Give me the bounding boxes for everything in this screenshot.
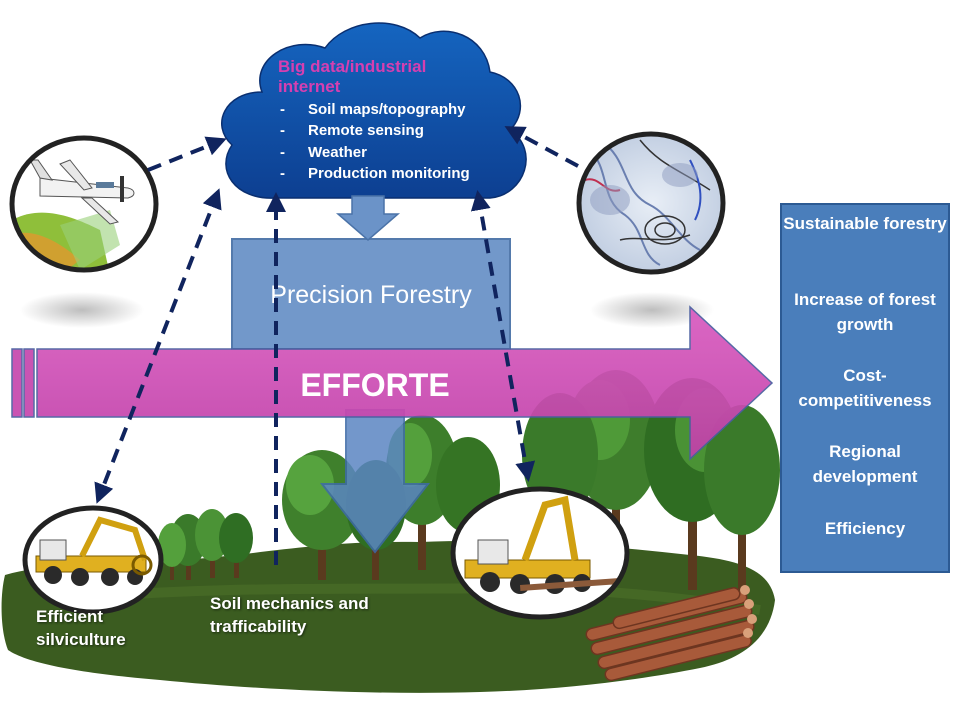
precision-forestry-box	[231, 238, 511, 350]
tree-icon	[282, 450, 362, 580]
svg-text:-: -	[280, 122, 285, 139]
weather-shadow	[590, 292, 714, 328]
bullet-production-monitoring: Production monitoring	[308, 165, 470, 182]
dashed-arrows	[94, 126, 579, 565]
arrow-cloud-to-harvester	[470, 190, 536, 482]
bullet-marker: -	[280, 144, 285, 161]
svg-text:-: -	[280, 144, 285, 161]
bullet-weather: Weather	[308, 144, 367, 161]
svg-text:-: -	[280, 101, 285, 118]
big-data-cloud	[221, 22, 527, 199]
harvester-photo	[450, 486, 630, 620]
arrow-weather-to-cloud	[504, 126, 579, 168]
arrow-cloud-to-silviculture	[94, 188, 222, 504]
forwarder-machine-icon	[35, 516, 153, 586]
precision-forestry-label: Precision Forestry	[270, 281, 472, 309]
tree-icon	[158, 523, 186, 580]
bullet-remote-sensing: Remote sensing	[308, 122, 424, 139]
label-efficient-silviculture: Efficient silviculture	[36, 607, 126, 649]
down-arrow-lower	[319, 409, 431, 554]
bullet-marker: -	[280, 122, 285, 139]
airplane-photo	[9, 135, 159, 273]
cloud-bullets: - Soil maps/topography - Remote sensing …	[280, 101, 470, 182]
outcome-sustainable-forestry: Sustainable forestry	[783, 214, 947, 233]
arrow-airplane-to-cloud	[147, 136, 227, 172]
outcomes-panel: Sustainable forestry Increase of forest …	[780, 203, 950, 573]
log-pile-icon	[585, 585, 757, 682]
bullet-marker: -	[280, 165, 285, 182]
bullet-marker: -	[280, 101, 285, 118]
outcome-regional-development: Regional development	[812, 442, 918, 486]
outcome-cost-competitiveness: Cost-competitiveness	[798, 366, 932, 410]
efforte-label: EFFORTE	[300, 367, 449, 403]
tree-icon	[704, 405, 780, 590]
forwarder-photo	[22, 505, 164, 615]
harvester-machine-icon	[464, 495, 621, 594]
tree-icon	[219, 513, 253, 578]
weather-map-photo	[576, 131, 726, 275]
cloud-title: Big data/industrial internet	[278, 57, 431, 96]
bullet-soil-maps: Soil maps/topography	[308, 101, 466, 118]
svg-text:-: -	[280, 165, 285, 182]
outcome-forest-growth: Increase of forest growth	[794, 290, 936, 334]
label-soil-mechanics: Soil mechanics and trafficability	[210, 594, 369, 636]
down-arrow-upper	[335, 195, 401, 241]
outcome-efficiency: Efficiency	[824, 519, 906, 538]
airplane-shadow	[20, 292, 144, 328]
